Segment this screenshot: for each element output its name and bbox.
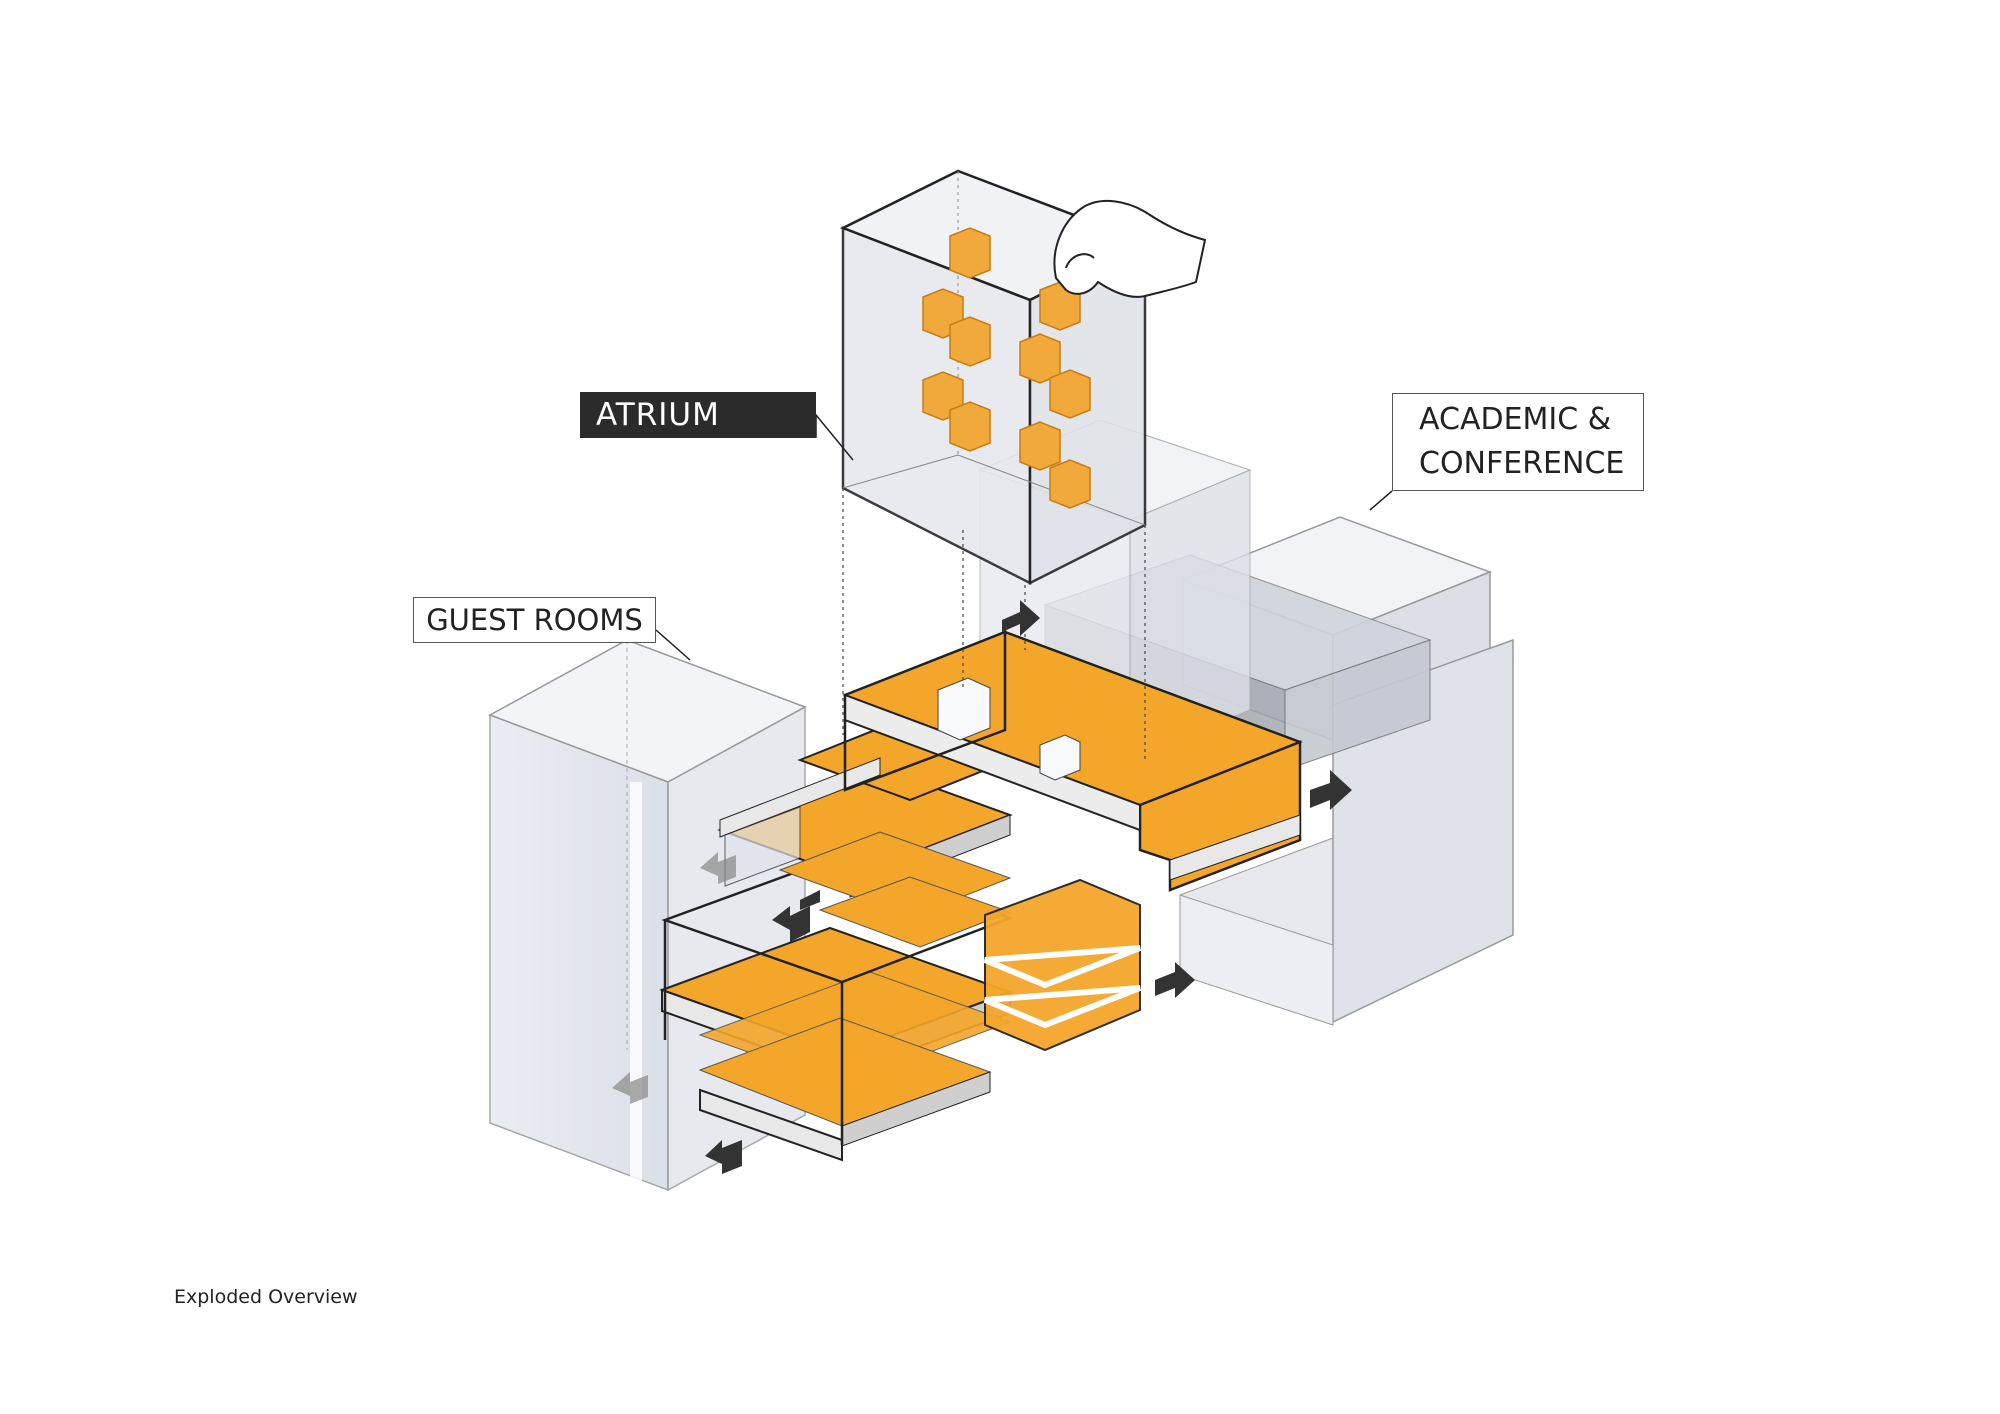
arrow-icon-east <box>1310 770 1352 810</box>
diagram-caption: Exploded Overview <box>174 1286 358 1308</box>
guest-rooms-label: GUEST ROOMS <box>413 597 656 643</box>
arrow-icon-east-low <box>1155 962 1195 998</box>
academic-label-line1: ACADEMIC & <box>1419 402 1612 437</box>
arrow-icon-west-faded-low <box>612 1072 648 1104</box>
arrow-icon-north <box>1002 600 1040 636</box>
arrow-icon-west-faded <box>700 852 736 884</box>
atrium-cubes <box>922 227 1091 509</box>
academic-conference-label: ACADEMIC & CONFERENCE <box>1392 393 1644 491</box>
academic-label-line2: CONFERENCE <box>1419 446 1625 481</box>
arrow-icon-west-low <box>705 1140 742 1174</box>
circulation-arrows <box>612 600 1352 1174</box>
hand-placing-cube-icon <box>1053 200 1207 298</box>
leader-lines <box>655 412 1393 661</box>
atrium-floor <box>842 630 1303 892</box>
guest-rooms-tower <box>488 639 807 1192</box>
projection-lines <box>842 488 1146 760</box>
atrium-label: ATRIUM <box>580 392 816 438</box>
lower-floor-stack <box>659 854 1014 1162</box>
arrow-icon-west-middle <box>772 906 810 942</box>
middle-floor-stack <box>717 718 1142 1052</box>
arrow-icon-west-upper <box>800 890 820 910</box>
